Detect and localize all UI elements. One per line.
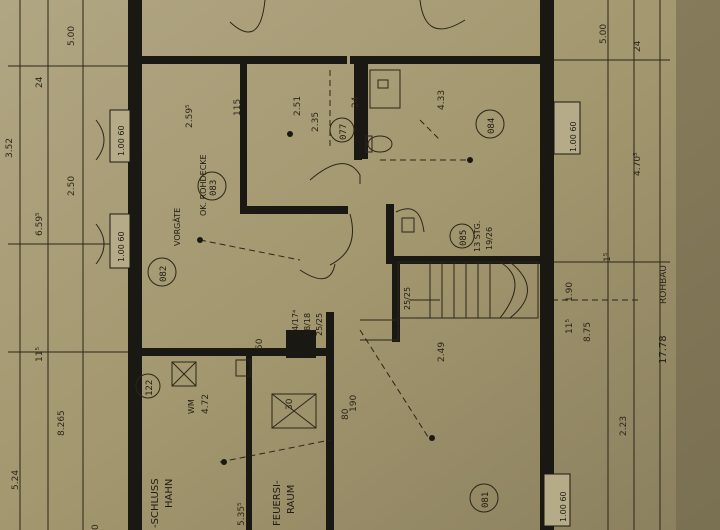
dimension-lines [8,0,670,530]
walls [128,0,554,530]
fixtures [171,69,415,429]
electrical-lines [197,70,473,465]
dim-left-524: 5.24 [11,470,21,490]
dim-190a: 1.90 [565,282,575,302]
dim-left-24: 24 [35,76,45,88]
paper-edge-shadow [676,0,720,530]
dim-right-4705: 4.70⁵ [633,152,643,176]
room-082: 082 [159,266,169,282]
interior-dimensions: 2.59⁵ 115 2.51 2.35 24 4.33 2.49 4.72 1.… [185,90,593,526]
room-numbers: 083 082 077 084 085 122 081 [145,118,497,508]
dim-472: 4.72 [201,394,211,414]
label-decke: OK. ROHDECKE [199,154,208,216]
dim-14174: 14/17⁴ [291,310,300,336]
dim-875: 8.75 [583,322,593,342]
dim-880: 80 [341,408,351,420]
dim-right-rohbau: ROHBAU [659,265,669,304]
dim-left-500: 5.00 [67,26,77,46]
window-labels: 1.00 60 1.00 60 1.00 60 1.00 60 [117,121,578,522]
dim-right-223: 2.23 [619,416,629,436]
dim-24a: 24 [351,96,361,108]
label-feuers: FEUERSI- [272,480,283,526]
label-vorgaete: VORGÄTE [172,208,182,246]
window-label-4: 1.00 60 [559,491,568,522]
label-stg2: 19/26 [485,227,494,250]
label-wm: WM [187,399,196,414]
dim-190b: 190 [349,395,359,412]
left-dimensions: 5.00 24 3.52 2.50 6.59⁵ 11⁵ 8.265 5.24 0 [5,26,101,530]
room-081: 081 [481,492,491,508]
dim-1818: 18/18 [303,313,312,336]
window-label-3: 1.00 60 [569,121,578,152]
room-084: 084 [487,118,497,134]
dim-right-24: 24 [633,40,643,52]
dim-5355: 5.35⁵ [237,502,247,526]
dim-2595: 2.59⁵ [185,104,195,128]
staircase [360,261,539,341]
label-stg: 13 STG. [473,221,482,252]
room-083: 083 [209,180,219,196]
dim-right-15: 1⁵ [603,252,613,262]
dim-left-115: 11⁵ [35,347,45,362]
windows [109,101,581,527]
window-label-2: 1.00 60 [117,231,126,262]
dim-right-500: 5.00 [599,24,609,44]
room-085: 085 [459,230,469,246]
dim-235: 2.35 [311,112,321,132]
right-dimensions: 5.00 24 4.70⁵ 1⁵ 17.78 ROHBAU 2.23 [599,24,669,436]
dim-left-8265: 8.265 [57,410,67,436]
label-hahn: HAHN [164,479,175,508]
label-stg3: 25/25 [403,287,412,310]
dim-251: 2.51 [293,96,303,116]
dim-115a: 115 [233,99,243,116]
dim-50: 50 [255,338,265,350]
label-schluss: -SCHLUSS [150,478,161,528]
window-label-1: 1.00 60 [117,125,126,156]
dim-115b: 11⁵ [565,319,575,334]
dim-30: 30 [285,398,295,410]
door-swings [95,0,466,280]
room-markers [135,109,505,513]
room-labels: VORGÄTE OK. ROHDECKE WM FEUERSI- RAUM -S… [150,154,494,528]
dim-2525: 25/25 [315,313,324,336]
dim-left-0: 0 [91,524,101,530]
dim-right-1778: 17.78 [658,335,669,364]
label-raum: RAUM [286,485,297,514]
dim-left-352: 3.52 [5,138,15,158]
room-122: 122 [145,380,155,396]
dim-left-6595: 6.59⁵ [35,212,45,236]
room-077: 077 [339,124,349,140]
dim-433: 4.33 [437,90,447,110]
dim-249: 2.49 [437,342,447,362]
dim-left-250: 2.50 [67,176,77,196]
